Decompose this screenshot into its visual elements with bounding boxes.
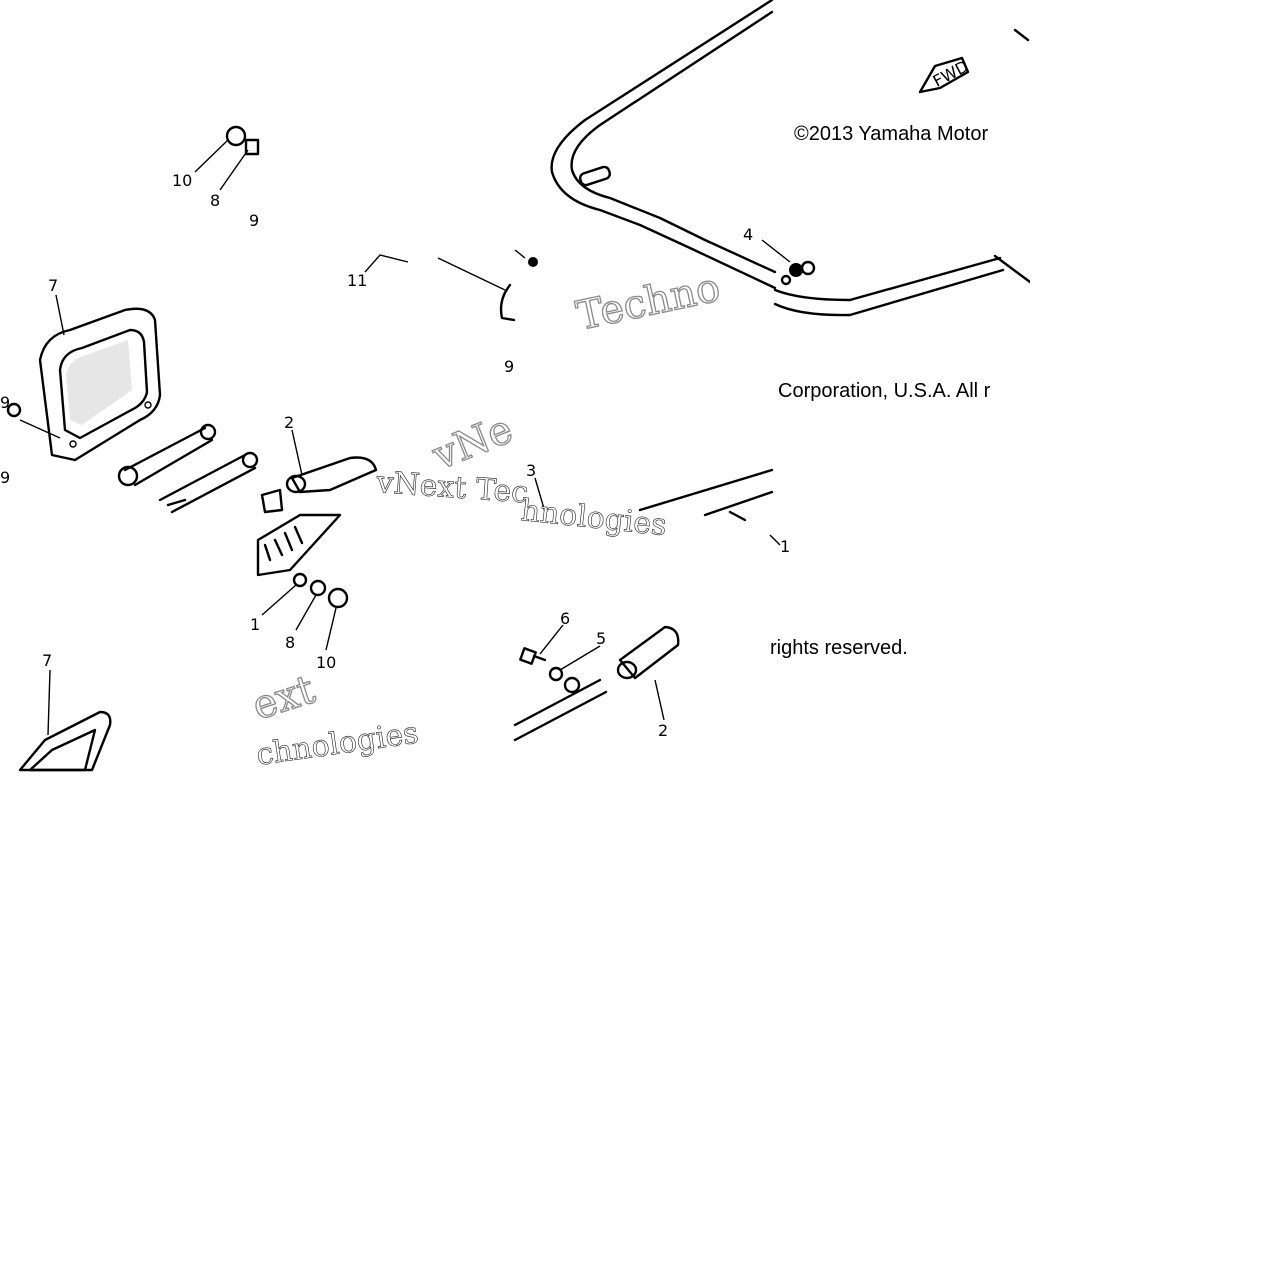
nut-10-group	[194, 125, 260, 191]
bracket-7-lower	[18, 669, 112, 772]
callout-1-lower: 1	[250, 615, 260, 634]
callout-2-upper: 2	[284, 413, 294, 432]
callout-8-lower: 8	[285, 633, 295, 652]
watermark-6: chnologies	[254, 716, 420, 773]
callout-5: 5	[596, 629, 606, 648]
callout-9-edge-lower: 9	[0, 468, 10, 487]
callout-3: 3	[526, 461, 536, 480]
clamp-2-upper	[260, 429, 378, 514]
callout-9-edge: 9	[0, 393, 10, 412]
leader-11	[364, 254, 409, 273]
rods-lower	[6, 402, 259, 514]
callout-6: 6	[560, 609, 570, 628]
copyright-line-3: rights reserved.	[770, 637, 908, 659]
watermark-4: hnologies	[519, 493, 668, 543]
callout-4: 4	[743, 225, 753, 244]
watermark-5: ext	[247, 667, 320, 730]
nut-washer-8-10	[261, 572, 349, 651]
watermark-3: vNext Tec	[374, 465, 529, 511]
watermark-1: Techno	[573, 265, 725, 340]
tube-1	[638, 468, 781, 546]
callout-9-top: 9	[249, 211, 259, 230]
bracket-7-upper	[38, 307, 162, 462]
roof-frame	[550, 0, 1032, 317]
callout-7-lower: 7	[42, 651, 52, 670]
hinge-block	[256, 513, 342, 577]
callout-10-top: 10	[172, 171, 192, 190]
callout-10-lower: 10	[316, 653, 336, 672]
copyright-line-1: ©2013 Yamaha Motor	[794, 123, 988, 145]
callout-7-upper: 7	[48, 276, 58, 295]
nut-washer-4	[761, 239, 816, 286]
callout-8-top: 8	[210, 191, 220, 210]
copyright-line-2: Corporation, U.S.A. All r	[778, 380, 991, 402]
fwd-arrow-icon: FWD	[918, 57, 972, 94]
callout-9-mid: 9	[504, 357, 514, 376]
callout-11: 11	[347, 271, 367, 290]
callout-1: 1	[780, 537, 790, 556]
clip-9	[437, 249, 538, 322]
callout-2-lower: 2	[658, 721, 668, 740]
bolt-washer-clamp-lower	[513, 624, 680, 742]
